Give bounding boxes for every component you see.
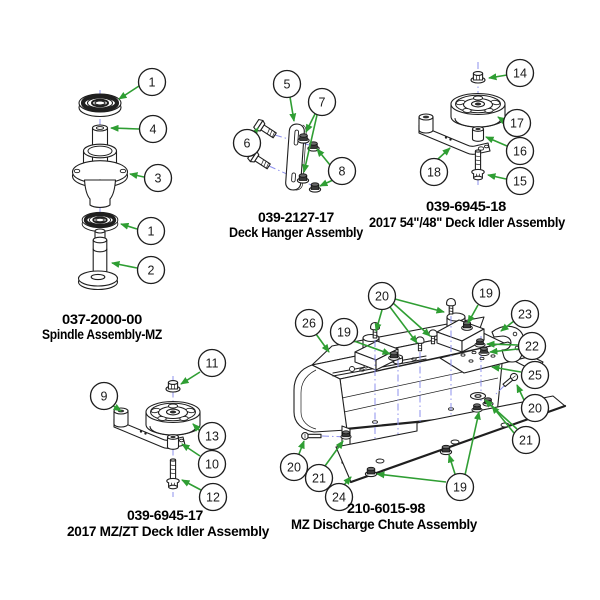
svg-text:10: 10 — [205, 458, 219, 472]
callout-12[interactable]: 12 — [198, 482, 228, 512]
callout-24[interactable]: 24 — [324, 482, 354, 512]
pulley-spacer-drawing — [166, 434, 180, 450]
svg-text:25: 25 — [528, 369, 542, 383]
deck-idler-mz-zt-drawing: 11 9 13 10 12 039-6945-17 2017 MZ/ZT Dec… — [67, 348, 270, 539]
callout-19-top-right[interactable]: 19 — [471, 278, 501, 308]
callout-1-top[interactable]: 1 — [137, 67, 167, 97]
svg-text:19: 19 — [337, 326, 351, 340]
chute-part-number: 210-6015-98 — [347, 500, 426, 516]
callout-17[interactable]: 17 — [502, 108, 532, 138]
svg-text:22: 22 — [525, 340, 539, 354]
callout-arrows — [110, 85, 145, 269]
callout-25[interactable]: 25 — [520, 360, 550, 390]
svg-text:20: 20 — [375, 290, 389, 304]
callout-13[interactable]: 13 — [197, 421, 227, 451]
callout-23[interactable]: 23 — [510, 299, 540, 329]
svg-text:15: 15 — [513, 175, 527, 189]
deck-idler-54-48-drawing: 14 17 16 18 15 039-6945-18 2017 54"/48" … — [369, 58, 566, 230]
svg-text:21: 21 — [519, 434, 533, 448]
svg-text:18: 18 — [427, 166, 441, 180]
spindle-housing-drawing — [71, 143, 129, 208]
svg-text:1: 1 — [148, 225, 155, 239]
callout-21-right[interactable]: 21 — [511, 425, 541, 455]
svg-text:16: 16 — [513, 145, 527, 159]
svg-text:7: 7 — [319, 96, 326, 110]
callout-21-bottom-left[interactable]: 21 — [304, 463, 334, 493]
idler-mz-zt-assembly-name: 2017 MZ/ZT Deck Idler Assembly — [67, 523, 269, 539]
flange-nut-drawing — [165, 380, 181, 393]
callout-7[interactable]: 7 — [307, 87, 337, 117]
svg-text:19: 19 — [453, 481, 467, 495]
svg-text:21: 21 — [312, 472, 326, 486]
idler-pulley-drawing — [450, 92, 506, 128]
chute-assembly-name: MZ Discharge Chute Assembly — [291, 516, 477, 532]
callout-11[interactable]: 11 — [197, 348, 227, 378]
callout-arrows — [111, 371, 202, 491]
spindle-shaft-drawing — [77, 228, 119, 291]
svg-text:11: 11 — [206, 357, 219, 371]
idler-bolt-drawing — [166, 458, 180, 490]
svg-text:20: 20 — [528, 402, 542, 416]
callout-19-bottom[interactable]: 19 — [445, 472, 475, 502]
callout-5[interactable]: 5 — [272, 69, 302, 99]
svg-text:4: 4 — [150, 123, 157, 137]
idler-54-48-part-number: 039-6945-18 — [426, 198, 507, 214]
idler-mz-zt-part-number: 039-6945-17 — [127, 507, 204, 523]
svg-text:23: 23 — [518, 308, 532, 322]
svg-text:20: 20 — [287, 461, 301, 475]
hanger-assembly-name: Deck Hanger Assembly — [229, 224, 363, 240]
spindle-part-number: 037-2000-00 — [62, 311, 143, 327]
spindle-assembly-drawing: 1 4 3 1 2 037-2000-00 Spindle Assembly-M… — [42, 67, 173, 342]
callout-15[interactable]: 15 — [505, 166, 535, 196]
svg-text:26: 26 — [302, 317, 316, 331]
deck-hanger-assembly-drawing: 5 7 6 8 039-2127-17 Deck Hanger Assembly — [229, 69, 364, 240]
svg-text:17: 17 — [510, 117, 524, 131]
callout-20-top[interactable]: 20 — [367, 281, 397, 311]
hanger-part-number: 039-2127-17 — [258, 209, 335, 225]
bearing-top-drawing — [79, 94, 121, 117]
callout-14[interactable]: 14 — [505, 58, 535, 88]
callout-20-right[interactable]: 20 — [520, 393, 550, 423]
callout-16[interactable]: 16 — [505, 136, 535, 166]
svg-text:24: 24 — [332, 491, 346, 505]
idler-54-48-assembly-name: 2017 54"/48" Deck Idler Assembly — [369, 214, 565, 230]
callout-arrows — [437, 73, 508, 181]
callout-20-bottom-left[interactable]: 20 — [279, 452, 309, 482]
callout-18[interactable]: 18 — [419, 157, 449, 187]
svg-text:14: 14 — [513, 67, 527, 81]
spindle-assembly-name: Spindle Assembly-MZ — [42, 326, 163, 342]
callout-6[interactable]: 6 — [232, 128, 262, 158]
flange-nut-drawing — [470, 71, 486, 84]
callout-10[interactable]: 10 — [197, 449, 227, 479]
callout-4[interactable]: 4 — [138, 114, 168, 144]
svg-text:6: 6 — [244, 137, 251, 151]
callout-26[interactable]: 26 — [294, 308, 324, 338]
callout-3[interactable]: 3 — [143, 163, 173, 193]
svg-text:13: 13 — [205, 430, 219, 444]
svg-text:19: 19 — [479, 287, 493, 301]
screw-left-drawing — [301, 432, 322, 440]
callout-1-lower[interactable]: 1 — [136, 216, 166, 246]
screw-right-drawing — [502, 372, 519, 388]
idler-pulley-drawing — [145, 400, 201, 436]
svg-text:12: 12 — [206, 491, 220, 505]
callout-2[interactable]: 2 — [136, 255, 166, 285]
pulley-spacer-drawing — [471, 126, 485, 142]
svg-text:2: 2 — [148, 264, 155, 278]
discharge-chute-assembly-drawing: 20 19 26 19 23 22 25 20 21 20 21 24 19 2… — [279, 278, 567, 532]
svg-text:1: 1 — [149, 76, 156, 90]
callout-19-left[interactable]: 19 — [329, 317, 359, 347]
callout-arrows — [298, 298, 525, 486]
callout-22[interactable]: 22 — [517, 331, 547, 361]
svg-text:8: 8 — [339, 165, 346, 179]
svg-text:3: 3 — [155, 172, 162, 186]
callout-8[interactable]: 8 — [327, 156, 357, 186]
callout-9[interactable]: 9 — [89, 381, 119, 411]
bumper-bracket-right-drawing — [436, 312, 485, 353]
svg-text:5: 5 — [284, 78, 291, 92]
svg-text:9: 9 — [101, 390, 108, 404]
